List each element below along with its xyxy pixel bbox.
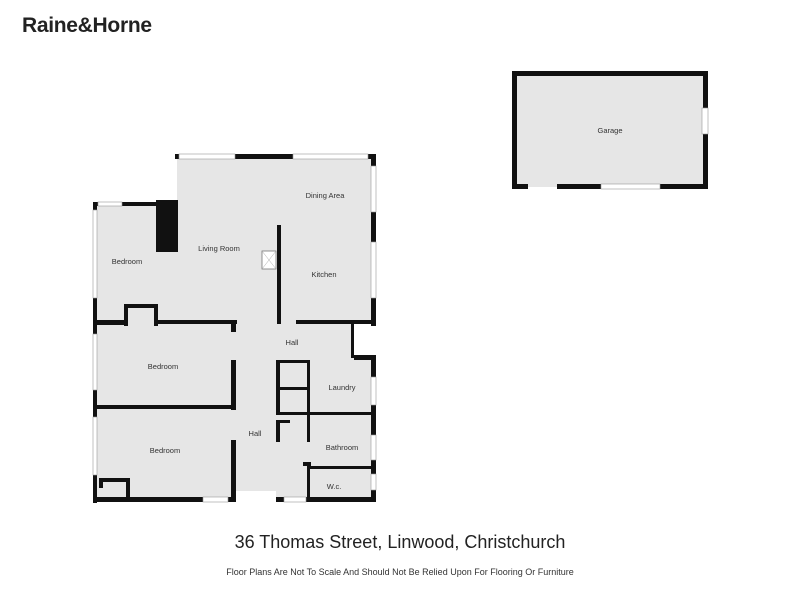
- wall-bedroom1-stub-a: [124, 304, 128, 326]
- wall-bedroom2-right-b: [231, 360, 236, 410]
- wall-bedroom3-left-a: [93, 409, 97, 417]
- wall-bedroom3-closet-c: [126, 478, 130, 498]
- wall-right-wet-a: [371, 355, 376, 377]
- window-bedroom1-left: [92, 209, 98, 299]
- room-label-hall-main: Hall: [249, 429, 262, 438]
- window-bedroom2-left: [92, 333, 98, 391]
- room-label-hall-top: Hall: [286, 338, 299, 347]
- wall-hall-bottom-b: [306, 497, 376, 502]
- garage-floor: [513, 72, 706, 187]
- wall-cupboard-bottom: [276, 412, 310, 415]
- wall-bedroom2-left-a: [93, 322, 97, 334]
- wall-bedroom1-left-top: [93, 202, 97, 210]
- room-label-garage: Garage: [597, 126, 622, 135]
- wall-right-wet-b: [371, 405, 376, 435]
- wall-bath-stub: [303, 462, 311, 466]
- room-label-bedroom2: Bedroom: [148, 362, 178, 371]
- wall-top-left: [175, 154, 179, 159]
- window-dining-right: [370, 165, 377, 213]
- garage-wall-bottom-right: [660, 184, 708, 189]
- room-label-bedroom1: Bedroom: [112, 257, 142, 266]
- disclaimer-text: Floor Plans Are Not To Scale And Should …: [226, 567, 574, 577]
- floor-living-dining: [177, 157, 374, 324]
- window-bedroom3-bottom: [202, 496, 229, 503]
- wall-laundry-left: [307, 360, 310, 415]
- wall-right-mid: [371, 212, 376, 242]
- wall-right-wet-top: [354, 355, 376, 360]
- room-label-living: Living Room: [198, 244, 240, 253]
- garage-wall-bottom-mid: [557, 184, 601, 189]
- raine-horne-logo: Raine&Horne: [22, 14, 152, 37]
- window-kitchen-right: [370, 241, 377, 299]
- wall-bedroom3-closet-a: [99, 478, 103, 488]
- house-windows: [92, 153, 377, 503]
- window-laundry-right: [370, 376, 377, 406]
- window-bathroom-right: [370, 434, 377, 461]
- room-label-laundry: Laundry: [328, 383, 355, 392]
- wall-right-low: [371, 298, 376, 326]
- wall-bedroom3-left-b: [93, 475, 97, 503]
- wall-hall-inner-top: [276, 420, 290, 423]
- wall-bathroom-left: [307, 412, 310, 442]
- window-hall-bottom: [283, 496, 307, 503]
- wall-bedroom3-bottom-left: [93, 497, 203, 502]
- garage-wall-left: [512, 71, 517, 189]
- wall-bedroom1-bottom-right: [124, 304, 158, 308]
- wall-laundry-bottom: [307, 412, 376, 415]
- room-label-bedroom3: Bedroom: [150, 446, 180, 455]
- wall-bedroom2-bottom: [93, 405, 233, 409]
- wall-bedroom1-stub-b: [154, 304, 158, 326]
- house-walls: [93, 154, 376, 503]
- wall-bedroom1-bottom: [93, 320, 128, 325]
- window-bedroom1-top: [97, 201, 123, 207]
- wall-bedroom2-left-b: [93, 390, 97, 414]
- wall-right-upper: [371, 154, 376, 166]
- room-label-dining: Dining Area: [306, 191, 346, 200]
- garage-window-bottom: [600, 183, 661, 190]
- property-address: 36 Thomas Street, Linwood, Christchurch: [234, 532, 566, 552]
- window-dining-top: [292, 153, 369, 160]
- wall-bedroom3-closet-b: [99, 478, 129, 482]
- wall-living-bottom: [156, 320, 237, 324]
- wall-bedroom1-left: [93, 298, 97, 328]
- room-label-wc: W.c.: [327, 482, 342, 491]
- wall-wc-left: [307, 466, 310, 499]
- garage-wall-bottom-left: [512, 184, 528, 189]
- garage-block: Garage: [512, 71, 709, 190]
- floor-bedroom2: [95, 325, 235, 409]
- floor-wet-areas: [276, 357, 374, 498]
- wall-top-mid: [235, 154, 293, 159]
- wall-bathroom-bottom: [307, 466, 376, 469]
- wall-kitchen-divider: [277, 225, 281, 324]
- window-wc-right: [370, 473, 377, 491]
- garage-wall-top: [512, 71, 707, 76]
- wall-cupboard-mid: [276, 387, 310, 390]
- fireplace-icon: [261, 250, 277, 270]
- wall-bedroom1-top: [93, 202, 177, 206]
- chimney-block: [156, 200, 178, 252]
- wall-hall-inner: [276, 420, 280, 442]
- wall-hall-bottom-a: [276, 497, 284, 502]
- wall-hall-right: [351, 322, 354, 358]
- wall-kitchen-bottom: [296, 320, 376, 324]
- wall-bedroom2-right: [231, 322, 236, 332]
- garage-window-right: [701, 107, 709, 135]
- house-floors: [95, 157, 374, 500]
- room-label-kitchen: Kitchen: [311, 270, 336, 279]
- wall-cupboard-top: [276, 360, 310, 363]
- wall-right-wet-d: [371, 490, 376, 502]
- wall-bedroom3-right: [231, 440, 236, 502]
- room-label-bathroom: Bathroom: [326, 443, 359, 452]
- floor-bedroom3: [95, 409, 235, 500]
- window-living-top: [178, 153, 236, 160]
- window-bedroom3-left: [92, 416, 98, 476]
